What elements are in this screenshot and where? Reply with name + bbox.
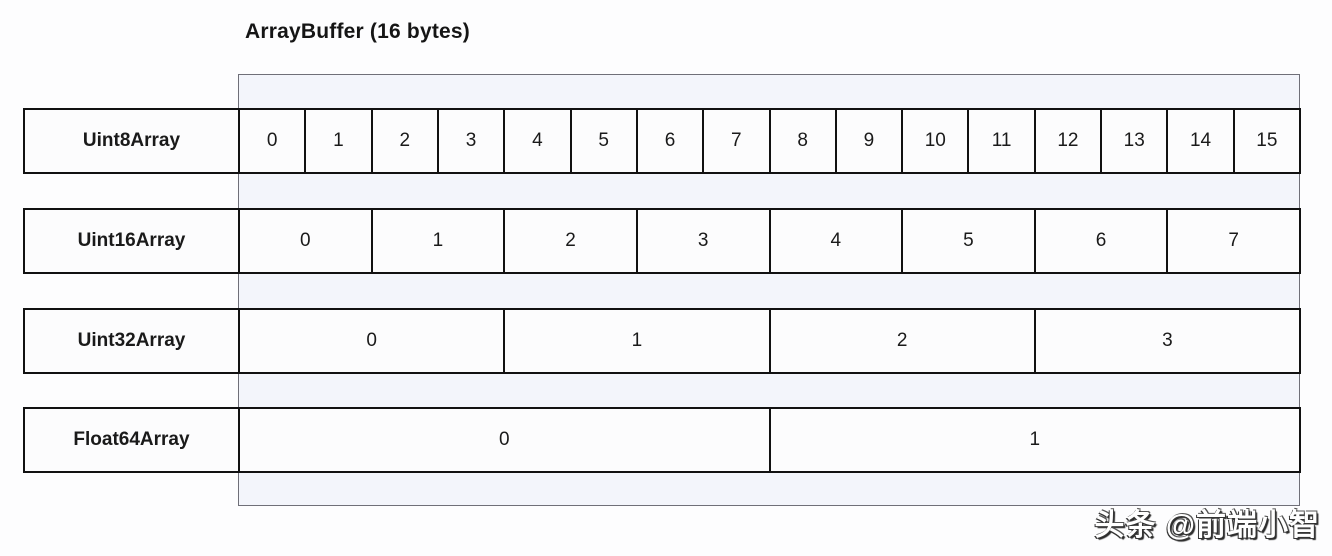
element-cell: 3 [436, 110, 503, 172]
element-cell: 4 [768, 210, 902, 272]
element-cell: 14 [1166, 110, 1232, 172]
element-cell: 0 [366, 330, 377, 351]
element-cell: 4 [503, 110, 569, 172]
row-label: Uint16Array [23, 208, 238, 274]
diagram-title: ArrayBuffer (16 bytes) [245, 20, 470, 43]
element-cell: 1 [370, 210, 504, 272]
element-cell: 7 [702, 110, 768, 172]
element-cell: 1 [503, 310, 768, 372]
row-label: Float64Array [23, 407, 238, 473]
element-cell: 12 [1033, 110, 1100, 172]
element-cell: 5 [901, 210, 1034, 272]
element-cell: 0 [266, 130, 278, 151]
element-cell: 8 [768, 110, 835, 172]
element-cell: 2 [768, 310, 1034, 372]
element-cell: 6 [1033, 210, 1167, 272]
element-cell: 0 [498, 429, 510, 450]
element-cell: 13 [1100, 110, 1166, 172]
element-cell: 3 [1033, 310, 1299, 372]
element-cell: 2 [503, 210, 636, 272]
row-label: Uint32Array [23, 308, 238, 374]
element-cell: 3 [635, 210, 769, 272]
element-cell: 1 [304, 110, 370, 172]
element-cell: 5 [569, 110, 636, 172]
element-cell: 1 [768, 409, 1300, 471]
element-cell: 0 [300, 230, 311, 251]
element-cell: 9 [834, 110, 901, 172]
watermark: 头条 @前端小智 [1094, 509, 1320, 542]
element-cell: 10 [901, 110, 967, 172]
element-cell: 15 [1232, 110, 1299, 172]
element-cell: 7 [1166, 210, 1299, 272]
element-cell: 11 [967, 110, 1033, 172]
element-cell: 2 [370, 110, 437, 172]
element-cell: 6 [635, 110, 702, 172]
row-label: Uint8Array [23, 108, 238, 174]
